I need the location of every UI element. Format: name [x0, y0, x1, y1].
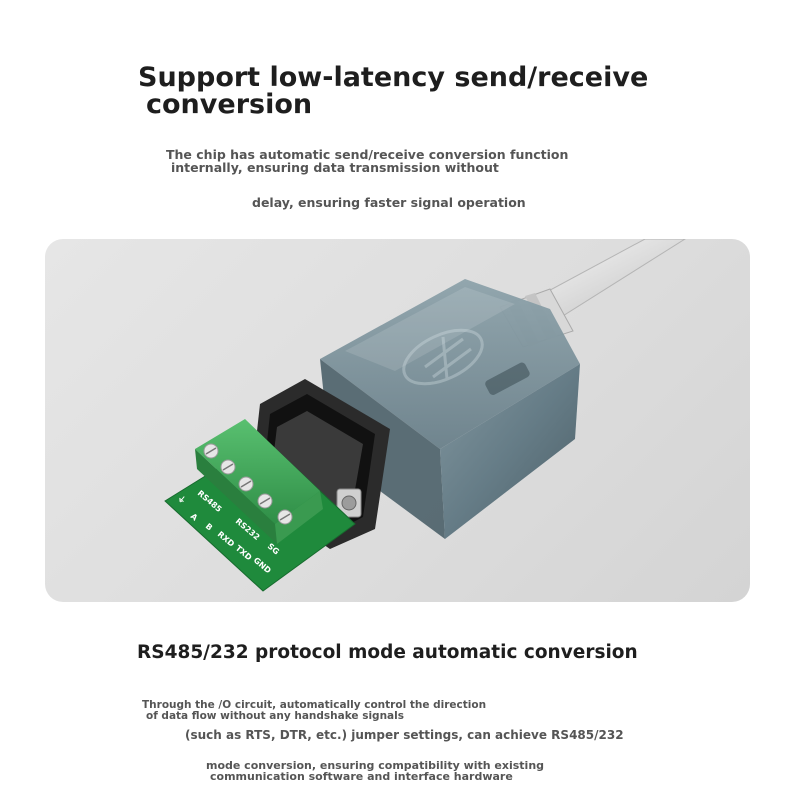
terminal-screw-icon — [238, 476, 254, 492]
screw-terminal-block — [195, 419, 323, 544]
description-line: internally, ensuring data transmission w… — [171, 160, 499, 175]
label-a: A — [189, 512, 200, 523]
usb-serial-adapter-illustration: ⏚ RS485 A B RS232 RXD TXD GND SG — [164, 239, 686, 592]
section-title-line-2: conversion — [146, 89, 313, 120]
terminal-screw-icon — [257, 493, 273, 509]
description-line: delay, ensuring faster signal operation — [252, 195, 526, 210]
description-line: of data flow without any handshake signa… — [146, 710, 404, 722]
terminal-screws — [203, 443, 293, 525]
description-line: The chip has automatic send/receive conv… — [166, 147, 569, 162]
description-line: communication software and interface har… — [210, 770, 513, 783]
terminal-screw-icon — [220, 459, 236, 475]
product-image-panel: ⏚ RS485 A B RS232 RXD TXD GND SG — [45, 239, 750, 602]
description-line: Through the /O circuit, automatically co… — [142, 699, 487, 711]
terminal-screw-icon — [203, 443, 219, 459]
connector-screw-icon — [336, 488, 362, 518]
description-line: mode conversion, ensuring compatibility … — [206, 759, 545, 772]
section-title: RS485/232 protocol mode automatic conver… — [137, 642, 638, 663]
label-b: B — [204, 522, 214, 533]
section-title-line-1: Support low-latency send/receive — [138, 62, 649, 93]
label-ground: ⏚ — [176, 494, 188, 506]
terminal-screw-icon — [277, 509, 293, 525]
brand-logo-icon — [402, 328, 484, 386]
description-line: (such as RTS, DTR, etc.) jumper settings… — [185, 728, 624, 742]
